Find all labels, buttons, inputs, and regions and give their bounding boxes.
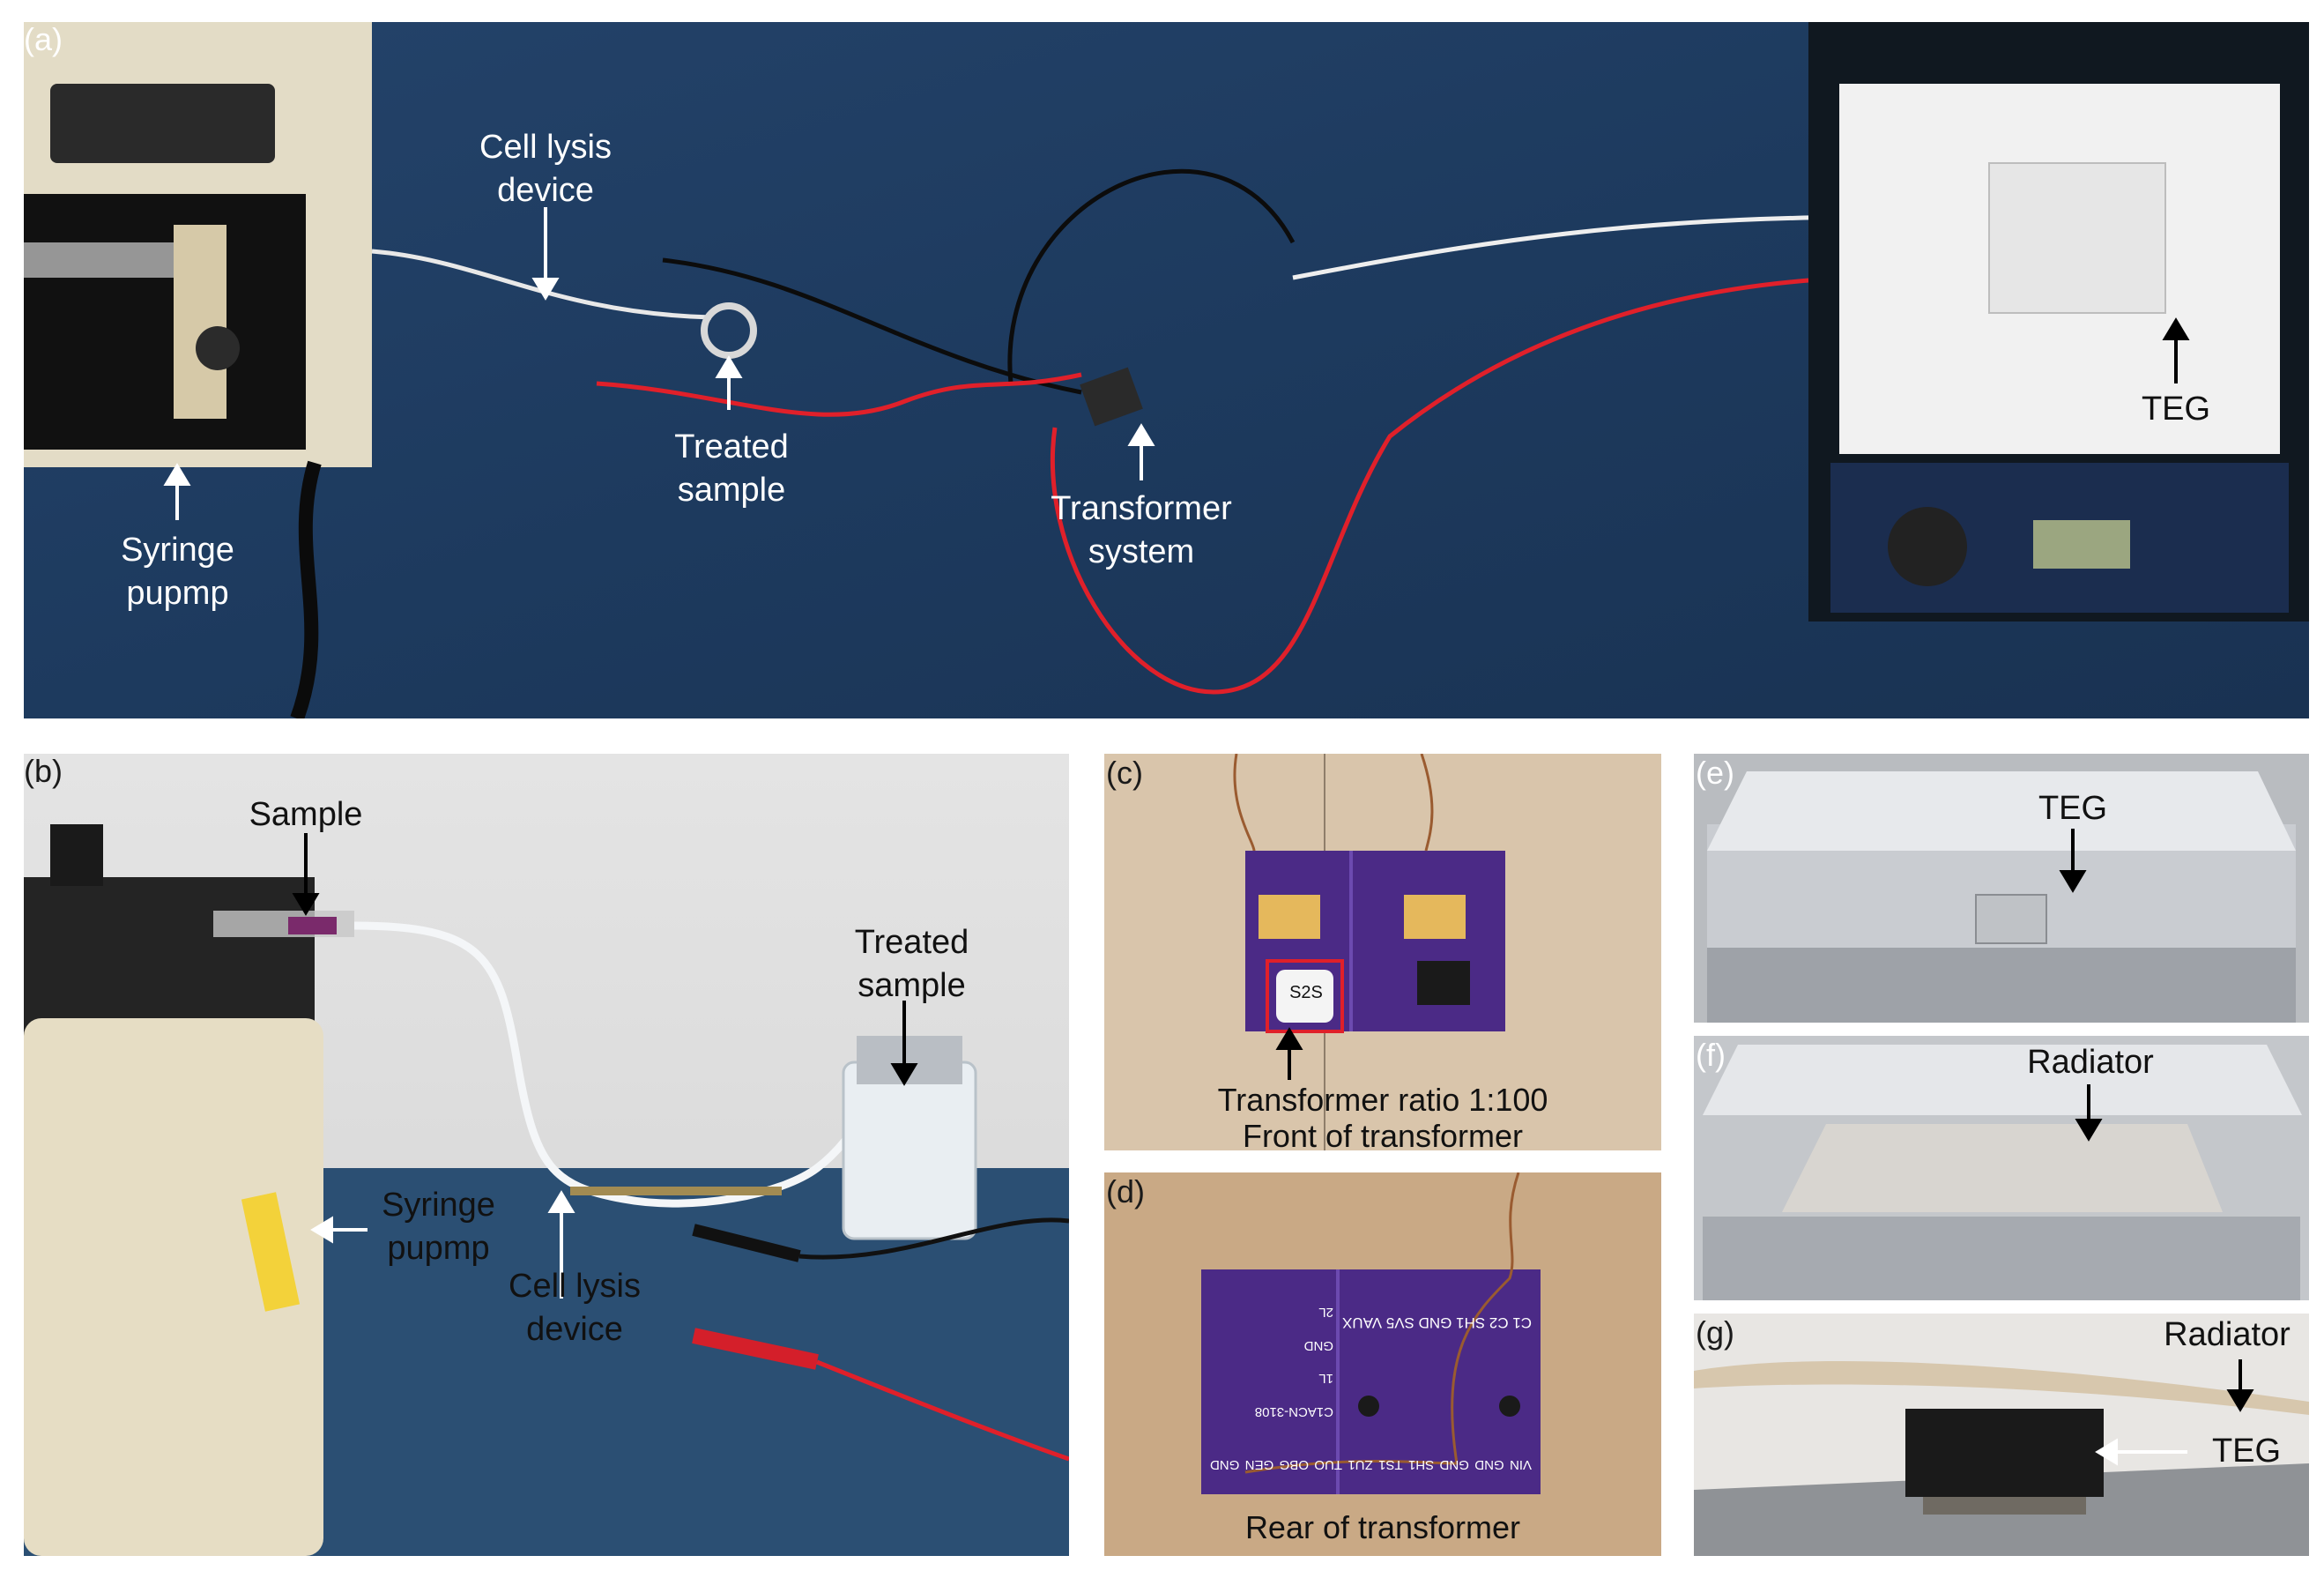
pcb-side-labels: C1ACN-3108 1L GND 2L (1210, 1305, 1333, 1419)
panel-b-photo (24, 754, 1069, 1556)
panel-d: (d) C1 C2 SH1 GND SV5 VAUX VIN GND GND S… (1104, 1172, 1661, 1556)
panel-e-arrows (2059, 829, 2087, 893)
pcb-label: C1ACN-3108 (1254, 1404, 1333, 1419)
foil-box-front-f (1703, 1217, 2300, 1300)
panel-e: (e) TEG (1694, 754, 2309, 1023)
pcb-label: GND (1474, 1457, 1504, 1472)
panel-g-photo (1694, 1314, 2309, 1556)
label-teg-a: TEG (2141, 391, 2211, 428)
panel-g-arrows (2095, 1359, 2254, 1466)
pcb-label: OBG (1279, 1457, 1309, 1472)
teg-module-g (1905, 1409, 2104, 1497)
syringe-pump-body-b (24, 1018, 323, 1556)
panel-b-arrows (292, 833, 918, 1299)
panel-label-d: (d) (1106, 1173, 1145, 1210)
pcb-label: GND (1439, 1457, 1469, 1472)
pcb-bottom-labels: VIN GND GND SH1 TS1 ZU1 TUO OBG GEN GND (1210, 1437, 1532, 1472)
panel-d-photo (1104, 1172, 1661, 1556)
radiator-plate-f (1782, 1124, 2223, 1212)
panel-c-arrows (1275, 1027, 1303, 1080)
panel-label-g: (g) (1696, 1314, 1734, 1351)
radiator-plate-g (1694, 1360, 2309, 1415)
panel-label-b: (b) (24, 754, 63, 789)
panel-f-arrows (2075, 1084, 2103, 1142)
panel-f-photo (1694, 1036, 2309, 1300)
pcb-label: GND (1303, 1337, 1333, 1353)
pcb-label: SH1 (1407, 1457, 1435, 1472)
panel-e-photo (1694, 754, 2309, 1023)
pcb-label: SH1 (1456, 1314, 1486, 1331)
pcb-label: TS1 (1378, 1457, 1403, 1472)
pcb-label: GEN (1244, 1457, 1274, 1472)
panel-label-c: (c) (1106, 755, 1143, 791)
label-teg-g: TEG (2211, 1433, 2282, 1470)
panel-label-e: (e) (1696, 755, 1734, 791)
label-teg-e: TEG (2038, 790, 2108, 827)
panel-g: (g) Radiator TEG (1694, 1314, 2309, 1556)
panel-f: (f) Radiator (1694, 1036, 2309, 1300)
pcb-label: TUO (1314, 1457, 1342, 1472)
teg-module-e (1975, 894, 2047, 944)
pcb-label: C2 (1489, 1314, 1509, 1331)
panel-a-arrows (163, 207, 2190, 520)
panel-label-f: (f) (1696, 1037, 1726, 1073)
foil-box-front (1707, 948, 2296, 1023)
pcb-label: GND (1210, 1457, 1240, 1472)
pcb-label: GND (1418, 1314, 1452, 1331)
label-radiator-g: Radiator (2164, 1316, 2291, 1353)
label-sample-b: Sample (249, 796, 363, 833)
pcb-label: VIN (1509, 1457, 1532, 1472)
pcb-label: ZU1 (1348, 1457, 1373, 1472)
panel-label-a: (a) (24, 22, 63, 57)
panel-c-photo (1104, 754, 1661, 1150)
pcb-label: 1L (1318, 1371, 1333, 1387)
label-radiator-f: Radiator (2027, 1044, 2154, 1081)
pcb-label: 2L (1318, 1305, 1333, 1321)
pcb-label: C1 (1512, 1314, 1532, 1331)
pcb-label: VAUX (1342, 1314, 1383, 1331)
caption-transformer-rear: Rear of transformer (1244, 1509, 1521, 1545)
pcb-top-labels: C1 C2 SH1 GND SV5 VAUX (1342, 1287, 1532, 1331)
panel-a-photo (24, 22, 2309, 718)
inductor-marking-c: S2S (1289, 983, 1323, 1002)
pcb-label: SV5 (1385, 1314, 1414, 1331)
